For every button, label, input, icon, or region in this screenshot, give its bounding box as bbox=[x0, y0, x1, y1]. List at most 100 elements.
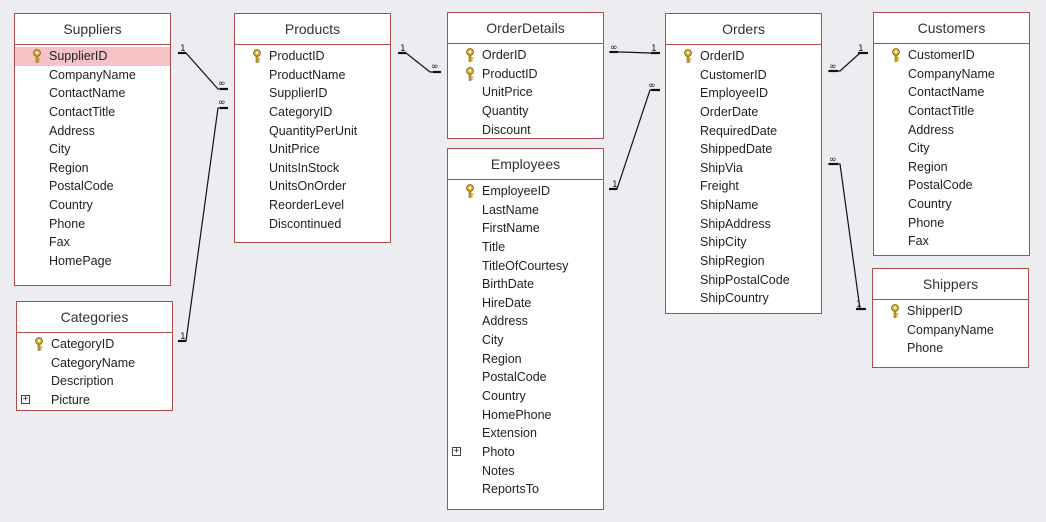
field-row[interactable]: City bbox=[448, 331, 603, 350]
field-row[interactable]: Fax bbox=[15, 233, 170, 252]
field-name: BirthDate bbox=[482, 277, 535, 292]
field-row[interactable]: ContactTitle bbox=[874, 102, 1029, 121]
field-row[interactable]: Region bbox=[15, 159, 170, 178]
field-row[interactable]: CompanyName bbox=[15, 66, 170, 85]
table-title[interactable]: Orders bbox=[666, 14, 821, 45]
field-row[interactable]: HomePhone bbox=[448, 406, 603, 425]
field-row[interactable]: ShipCountry bbox=[666, 289, 821, 308]
field-row[interactable]: OrderDate bbox=[666, 103, 821, 122]
field-row[interactable]: BirthDate bbox=[448, 275, 603, 294]
field-row[interactable]: FirstName bbox=[448, 219, 603, 238]
field-name: OrderID bbox=[700, 49, 745, 63]
primary-key-icon bbox=[464, 66, 476, 81]
field-row[interactable]: CustomerID bbox=[874, 46, 1029, 65]
field-row[interactable]: Notes bbox=[448, 462, 603, 481]
field-row[interactable]: Address bbox=[874, 121, 1029, 140]
field-row[interactable]: Address bbox=[448, 312, 603, 331]
field-row[interactable]: Country bbox=[448, 387, 603, 406]
field-row[interactable]: UnitsInStock bbox=[235, 159, 390, 178]
field-row[interactable]: HomePage bbox=[15, 252, 170, 271]
field-row[interactable]: ShipName bbox=[666, 196, 821, 215]
table-title[interactable]: Suppliers bbox=[15, 14, 170, 45]
field-row[interactable]: ShipVia bbox=[666, 159, 821, 178]
field-row[interactable]: City bbox=[874, 139, 1029, 158]
field-row[interactable]: PostalCode bbox=[15, 177, 170, 196]
field-row[interactable]: ShipperID bbox=[873, 302, 1028, 321]
field-row[interactable]: City bbox=[15, 140, 170, 159]
field-name: Description bbox=[51, 374, 114, 389]
field-row[interactable]: ShipRegion bbox=[666, 252, 821, 271]
field-row[interactable]: ReorderLevel bbox=[235, 196, 390, 215]
field-row[interactable]: ProductID bbox=[235, 47, 390, 66]
field-row[interactable]: ProductID bbox=[448, 65, 603, 84]
field-row[interactable]: Discontinued bbox=[235, 215, 390, 234]
field-row[interactable]: OrderID bbox=[448, 46, 603, 65]
field-row[interactable]: CategoryName bbox=[17, 354, 172, 373]
field-row[interactable]: Discount bbox=[448, 121, 603, 140]
field-row[interactable]: CompanyName bbox=[873, 321, 1028, 340]
field-row[interactable]: SupplierID bbox=[235, 84, 390, 103]
field-row[interactable]: Description bbox=[17, 372, 172, 391]
table-title[interactable]: OrderDetails bbox=[448, 13, 603, 44]
field-row[interactable]: UnitPrice bbox=[235, 140, 390, 159]
field-row[interactable]: Quantity bbox=[448, 102, 603, 121]
field-row[interactable]: Region bbox=[874, 158, 1029, 177]
field-row[interactable]: Phone bbox=[15, 215, 170, 234]
field-row[interactable]: ContactName bbox=[874, 83, 1029, 102]
field-row[interactable]: CompanyName bbox=[874, 65, 1029, 84]
expand-plus-icon[interactable]: + bbox=[21, 393, 30, 404]
field-row[interactable]: HireDate bbox=[448, 294, 603, 313]
table-title[interactable]: Categories bbox=[17, 302, 172, 333]
field-row[interactable]: TitleOfCourtesy bbox=[448, 257, 603, 276]
field-row[interactable]: Phone bbox=[874, 214, 1029, 233]
expand-plus-icon[interactable]: + bbox=[452, 445, 461, 456]
field-row[interactable]: Fax bbox=[874, 232, 1029, 251]
field-row[interactable]: Title bbox=[448, 238, 603, 257]
field-row[interactable]: UnitPrice bbox=[448, 83, 603, 102]
field-row[interactable]: EmployeeID bbox=[666, 84, 821, 103]
field-row[interactable]: RequiredDate bbox=[666, 122, 821, 141]
table-title[interactable]: Employees bbox=[448, 149, 603, 180]
field-row[interactable]: +Picture bbox=[17, 391, 172, 410]
field-row[interactable]: CustomerID bbox=[666, 66, 821, 85]
field-row[interactable]: Country bbox=[874, 195, 1029, 214]
field-row[interactable]: +Photo bbox=[448, 443, 603, 462]
field-row[interactable]: OrderID bbox=[666, 47, 821, 66]
field-row[interactable]: PostalCode bbox=[874, 176, 1029, 195]
field-row[interactable]: ShipAddress bbox=[666, 215, 821, 234]
table-title[interactable]: Shippers bbox=[873, 269, 1028, 300]
field-row[interactable]: Phone bbox=[873, 339, 1028, 358]
field-row[interactable]: Extension bbox=[448, 424, 603, 443]
field-name: City bbox=[482, 333, 504, 348]
field-row[interactable]: Freight bbox=[666, 177, 821, 196]
field-row[interactable]: Region bbox=[448, 350, 603, 369]
field-row[interactable]: QuantityPerUnit bbox=[235, 122, 390, 141]
field-row[interactable]: CategoryID bbox=[17, 335, 172, 354]
field-row[interactable]: PostalCode bbox=[448, 368, 603, 387]
field-row[interactable]: ContactName bbox=[15, 84, 170, 103]
field-row[interactable]: ShipCity bbox=[666, 233, 821, 252]
field-row[interactable]: CategoryID bbox=[235, 103, 390, 122]
table-title[interactable]: Customers bbox=[874, 13, 1029, 44]
field-row[interactable]: ShippedDate bbox=[666, 140, 821, 159]
field-row[interactable]: LastName bbox=[448, 201, 603, 220]
field-row[interactable]: ShipPostalCode bbox=[666, 271, 821, 290]
field-row[interactable]: ProductName bbox=[235, 66, 390, 85]
field-row[interactable]: ContactTitle bbox=[15, 103, 170, 122]
field-row[interactable]: EmployeeID bbox=[448, 182, 603, 201]
table-title[interactable]: Products bbox=[235, 14, 390, 45]
field-row[interactable]: ReportsTo bbox=[448, 480, 603, 499]
field-name: ContactName bbox=[49, 86, 126, 101]
field-row[interactable]: Country bbox=[15, 196, 170, 215]
field-row[interactable]: Address bbox=[15, 122, 170, 141]
field-row[interactable]: SupplierID bbox=[15, 47, 170, 66]
field-row[interactable]: UnitsOnOrder bbox=[235, 177, 390, 196]
